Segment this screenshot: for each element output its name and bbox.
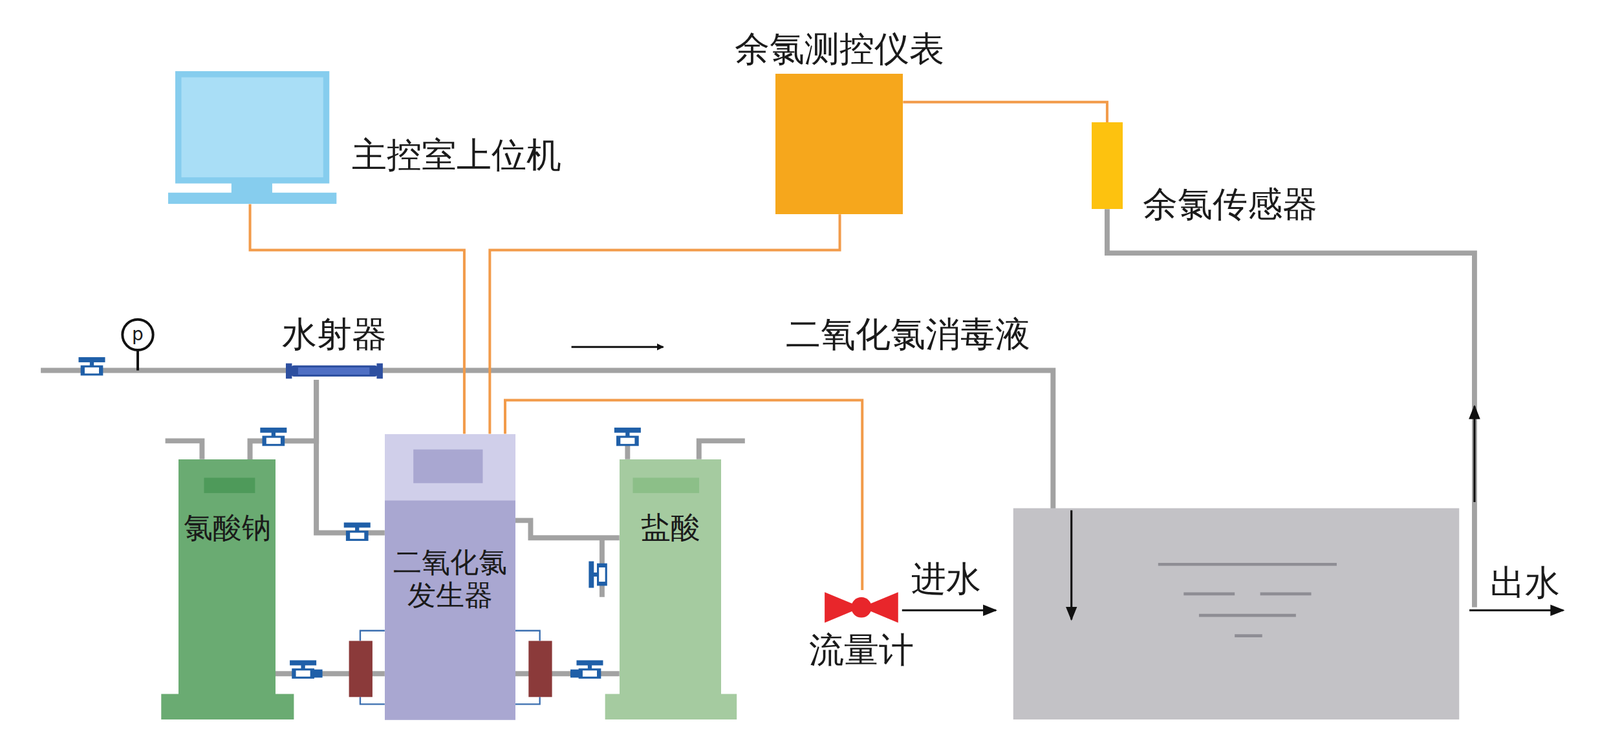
dosing-pump — [515, 630, 553, 705]
pressure-gauge — [122, 319, 153, 371]
vent-pipe — [699, 440, 746, 459]
gauge-letter: p — [131, 324, 144, 345]
acid-pipe — [515, 519, 620, 538]
part-label: 流量计 — [809, 629, 914, 671]
chlorate-tank: 氯酸钠 — [178, 459, 276, 694]
chlorine-controller: 余氯测控仪表 — [775, 73, 903, 215]
flow-label: 二氧化氯消毒液 — [785, 314, 1031, 355]
water-ejector: 水射器 — [285, 362, 383, 380]
acid-tank: 盐酸 — [619, 459, 722, 694]
valve-symbol — [78, 356, 105, 376]
outlet-label: 出水 — [1490, 562, 1560, 603]
part-label: 水射器 — [281, 314, 387, 355]
part-label: 余氯测控仪表 — [734, 29, 945, 70]
acid-pipe — [599, 537, 605, 597]
valve-symbol — [588, 561, 607, 588]
tank-base — [605, 693, 738, 720]
part-label: 余氯传感器 — [1142, 184, 1318, 225]
flow-meter-icon — [822, 589, 901, 625]
valve-symbol — [344, 522, 371, 541]
water-surface — [1158, 563, 1337, 636]
chlorine-dioxide-generator: 二氧化氯 发生器 — [384, 433, 516, 720]
monitor-icon — [168, 71, 337, 204]
part-label: 主控室上位机 — [351, 135, 562, 176]
vent-pipe — [165, 440, 203, 459]
pipe-coupling — [570, 669, 581, 678]
tank-plate — [178, 459, 276, 694]
signal-wire — [902, 102, 1108, 123]
valve-symbol — [614, 427, 641, 446]
water-tank — [1013, 507, 1460, 719]
signal-wire — [250, 204, 465, 434]
node-label: 氯酸钠 — [178, 510, 276, 545]
tank-plate — [619, 459, 722, 694]
host-computer: 主控室上位机 — [168, 71, 337, 204]
ejector-icon — [285, 362, 383, 380]
dosing-pump — [349, 630, 385, 705]
tank-base — [161, 693, 294, 720]
node-label: 盐酸 — [619, 510, 722, 545]
pipe — [250, 379, 317, 460]
chlorine-sensor: 余氯传感器 — [1091, 122, 1123, 209]
inlet-label: 进水 — [911, 558, 982, 599]
pipe — [316, 379, 385, 533]
flow-meter: 流量计 — [822, 589, 901, 625]
node-label: 二氧化氯 发生器 — [384, 545, 516, 612]
pipe-coupling — [312, 669, 323, 678]
valve-symbol — [259, 427, 287, 446]
